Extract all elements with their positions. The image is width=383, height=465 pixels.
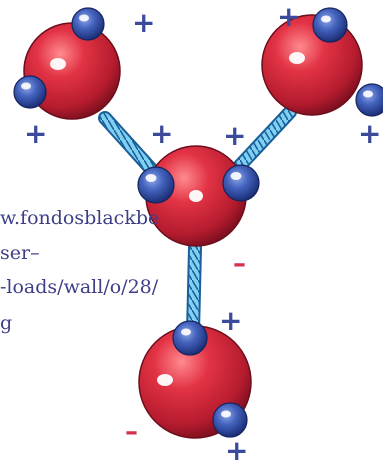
water-molecule-bottom [138,320,252,439]
negative-charge-sign: – [125,417,138,447]
positive-charge-sign: + [358,117,381,150]
water-molecule-top-right [261,7,383,117]
watermark-text: g [0,312,13,334]
watermark-text: -loads/wall/o/28/ [0,276,159,298]
hydrogen-bond [186,241,202,339]
positive-charge-sign: + [150,117,173,150]
hydrogen-atom [212,402,248,438]
water-molecule-top-left [13,7,121,120]
water-molecule-center [137,145,260,247]
hydrogen-atom [13,75,47,109]
positive-charge-sign: + [24,117,47,150]
watermark-text: w.fondosblackbe [0,207,160,229]
hydrogen-bond [227,105,297,179]
positive-charge-sign: + [219,304,242,337]
hydrogen-atom [71,7,105,41]
positive-charge-sign: + [225,434,248,465]
positive-charge-sign: + [132,6,155,39]
watermark-text: ser– [0,242,40,264]
positive-charge-sign: + [277,0,300,33]
hydrogen-atom [172,320,208,356]
hydrogen-atom [312,7,348,43]
positive-charge-sign: + [223,119,246,152]
hydrogen-atom [137,166,175,204]
negative-charge-sign: – [233,249,246,279]
hydrogen-atom [222,164,260,202]
hydrogen-atom [355,83,383,117]
